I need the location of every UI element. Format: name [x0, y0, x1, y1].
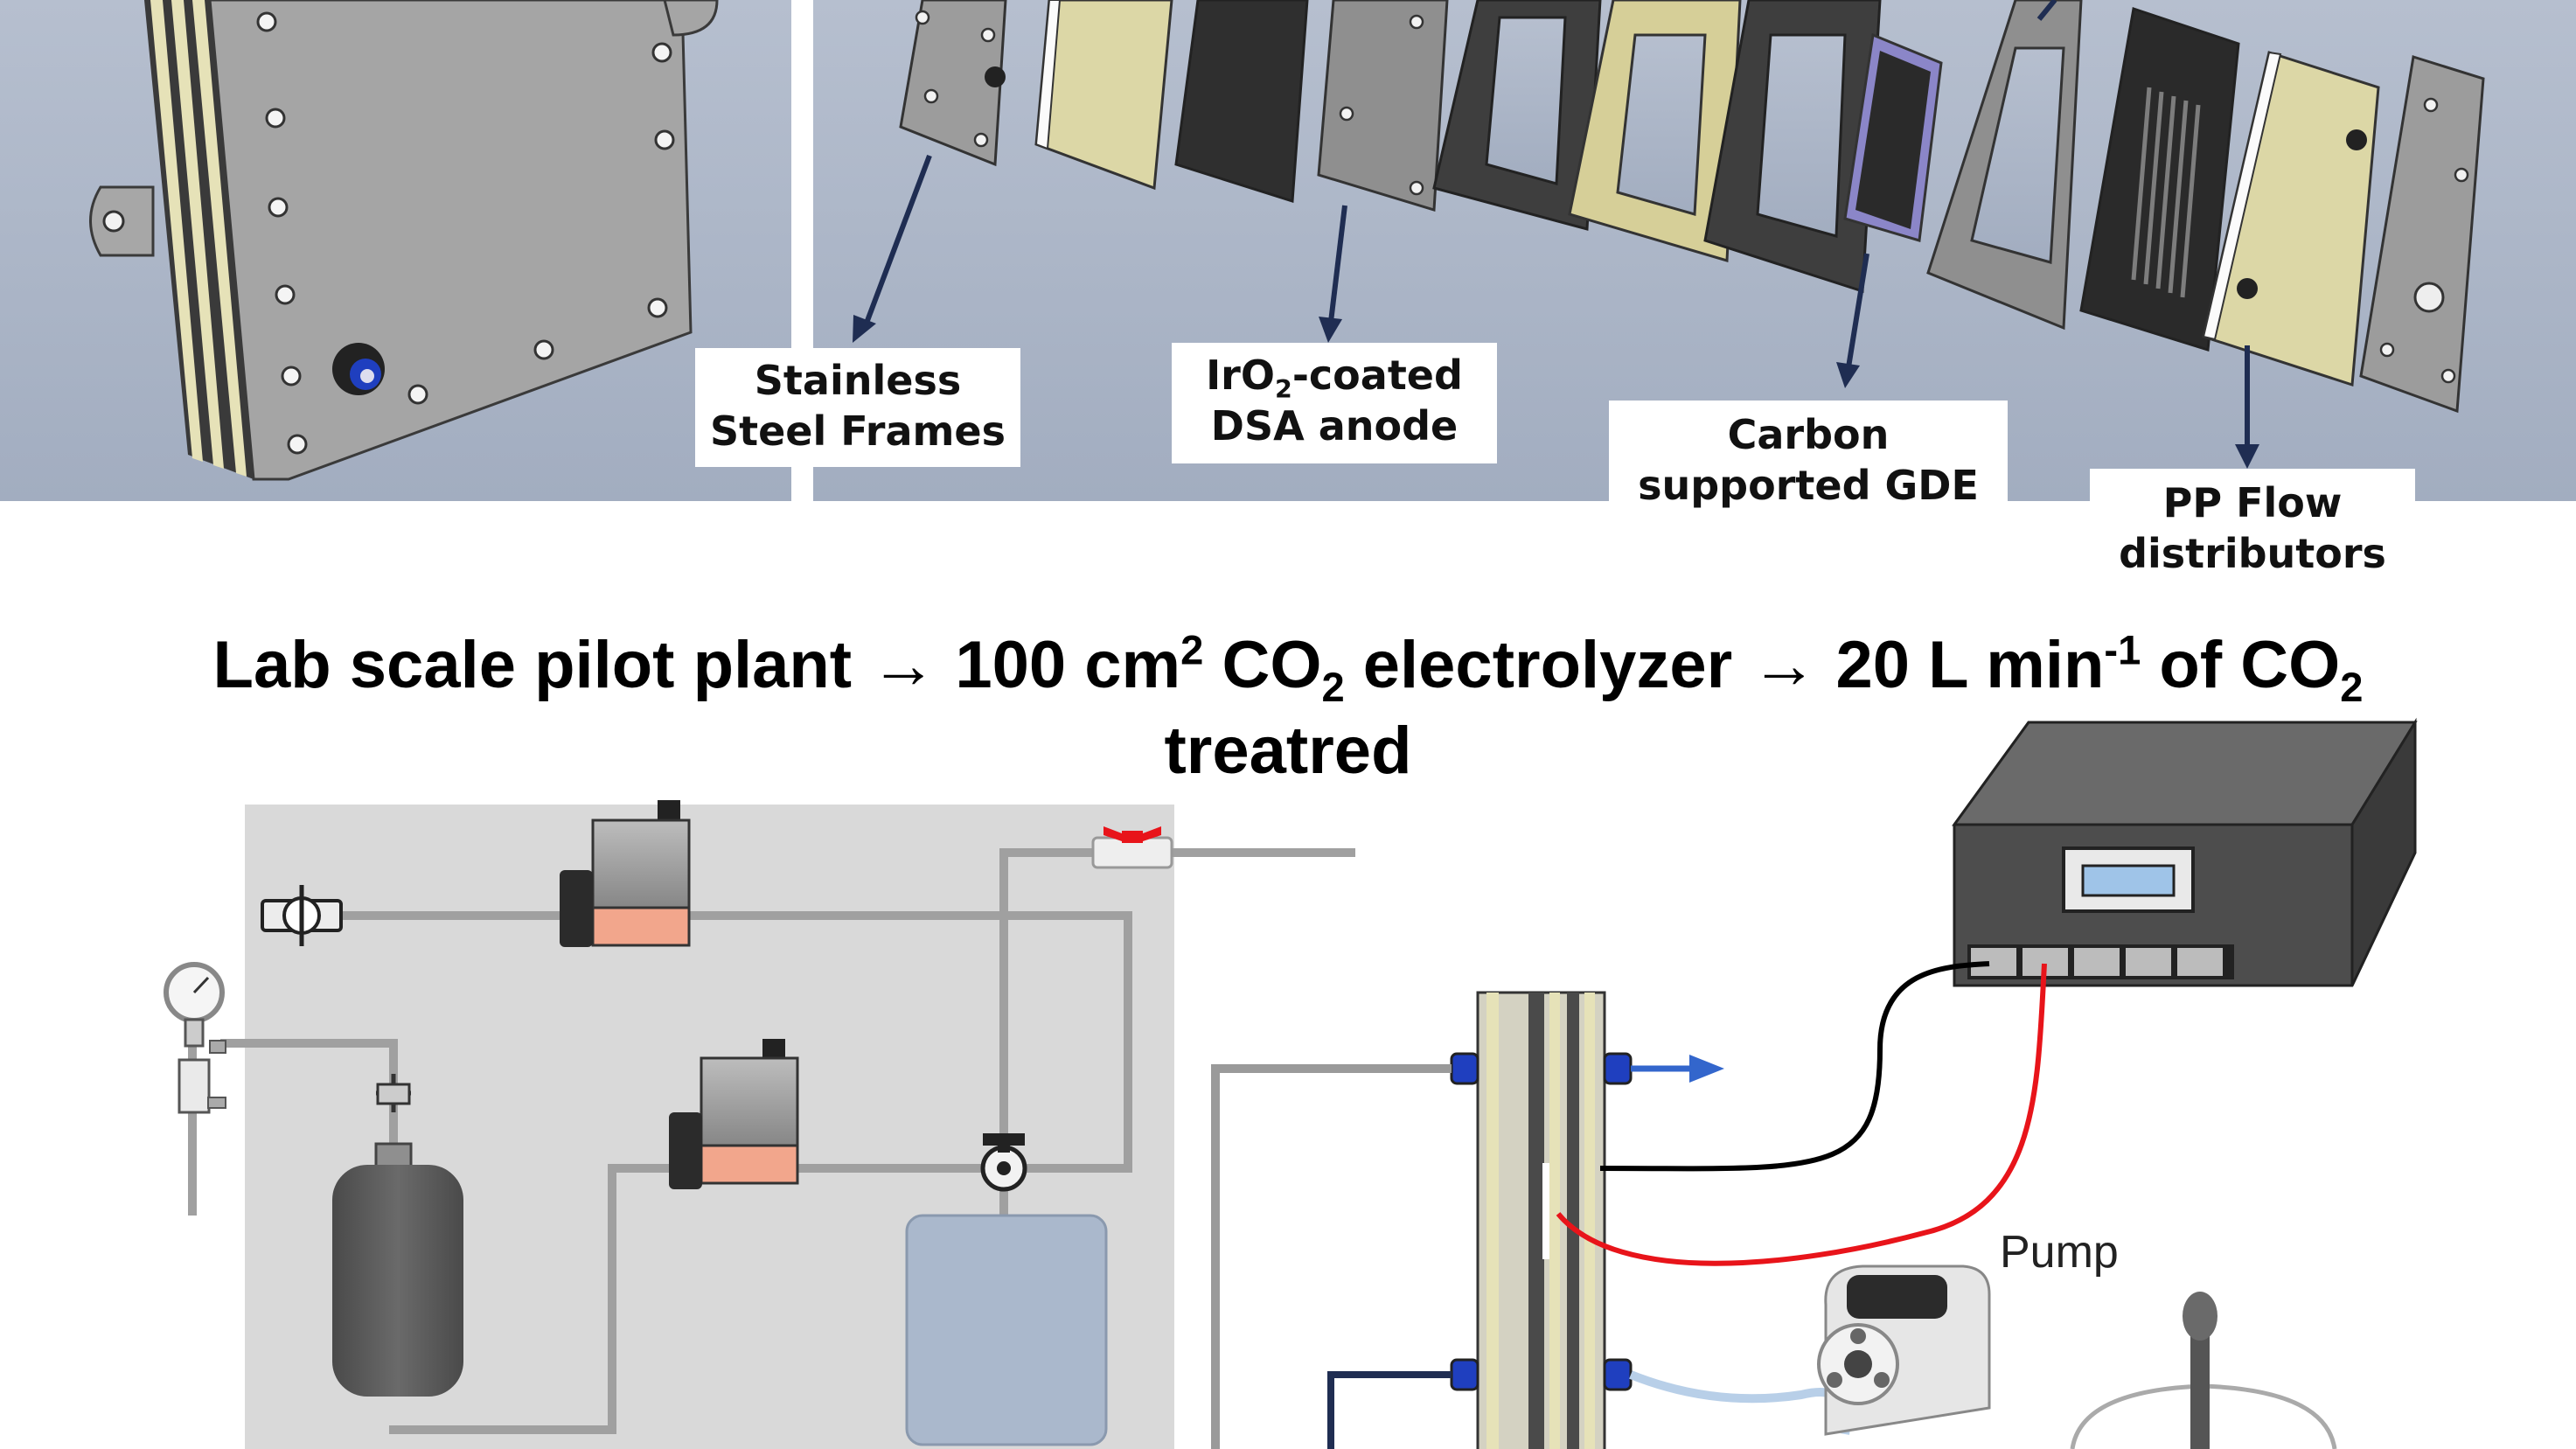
- label-frames-line-1: Stainless: [754, 357, 962, 404]
- label-gde-line-1: Carbon: [1727, 411, 1890, 458]
- gas-cylinder-icon: [332, 1074, 463, 1397]
- peristaltic-pump-icon: [1817, 1264, 1991, 1436]
- label-anode-sub: 2: [1274, 375, 1292, 405]
- collection-vessel-icon: [2070, 1292, 2337, 1449]
- headline-line-1: Lab scale pilot plant → 100 cm2 CO2 elec…: [0, 623, 2576, 708]
- mass-flow-controller-1-icon: [560, 800, 691, 947]
- needle-valve-icon: [261, 885, 343, 946]
- label-gde-line-2: supported GDE: [1638, 462, 1979, 509]
- gas-panel: [164, 800, 1355, 1449]
- headline-line-2: treatred: [1164, 714, 1412, 788]
- headline-part-c: electrolyzer → 20 L min: [1344, 628, 2105, 702]
- assembled-cell-render: [0, 0, 791, 501]
- headline-sub-co2-1: 2: [1321, 664, 1345, 711]
- reservoir-tank: [905, 1214, 1108, 1446]
- electrolyzer-cell: [1450, 991, 1633, 1449]
- label-anode-post: -coated: [1291, 352, 1463, 399]
- power-wires: [1556, 961, 2047, 1266]
- headline-part-b: CO: [1203, 628, 1322, 702]
- label-anode-pre: IrO: [1206, 352, 1275, 399]
- label-anode-line-1: IrO2-coated: [1172, 350, 1497, 405]
- headline-part-a: Lab scale pilot plant → 100 cm: [212, 628, 1181, 702]
- label-iro2-dsa-anode: IrO2-coated DSA anode: [1172, 343, 1497, 463]
- headline: Lab scale pilot plant → 100 cm2 CO2 elec…: [0, 623, 2576, 794]
- mass-flow-controller-2-icon: [669, 1039, 799, 1189]
- label-carbon-gde: Carbon supported GDE: [1609, 401, 2008, 518]
- three-way-valve-icon: [980, 1133, 1027, 1192]
- label-anode-line-2: DSA anode: [1210, 402, 1459, 449]
- pump-label: Pump: [2000, 1227, 2119, 1278]
- pressure-gauge-icon: [164, 962, 226, 1114]
- headline-sup-cm2: 2: [1180, 626, 1204, 673]
- headline-sub-co2-2: 2: [2340, 664, 2364, 711]
- label-pp-line-1: PP Flow: [2162, 479, 2343, 526]
- headline-part-d: of CO: [2141, 628, 2341, 702]
- callout-arrows: [853, 0, 2259, 469]
- label-frames-line-2: Steel Frames: [709, 408, 1006, 455]
- label-pp-flow-distributors: PP Flow distributors: [2090, 469, 2415, 586]
- label-stainless-steel-frames: Stainless Steel Frames: [695, 348, 1020, 467]
- power-supply: [1952, 717, 2418, 987]
- headline-sup-min: -1: [2104, 626, 2141, 673]
- label-pp-line-2: distributors: [2119, 530, 2386, 577]
- ball-valve-icon: [1091, 826, 1173, 869]
